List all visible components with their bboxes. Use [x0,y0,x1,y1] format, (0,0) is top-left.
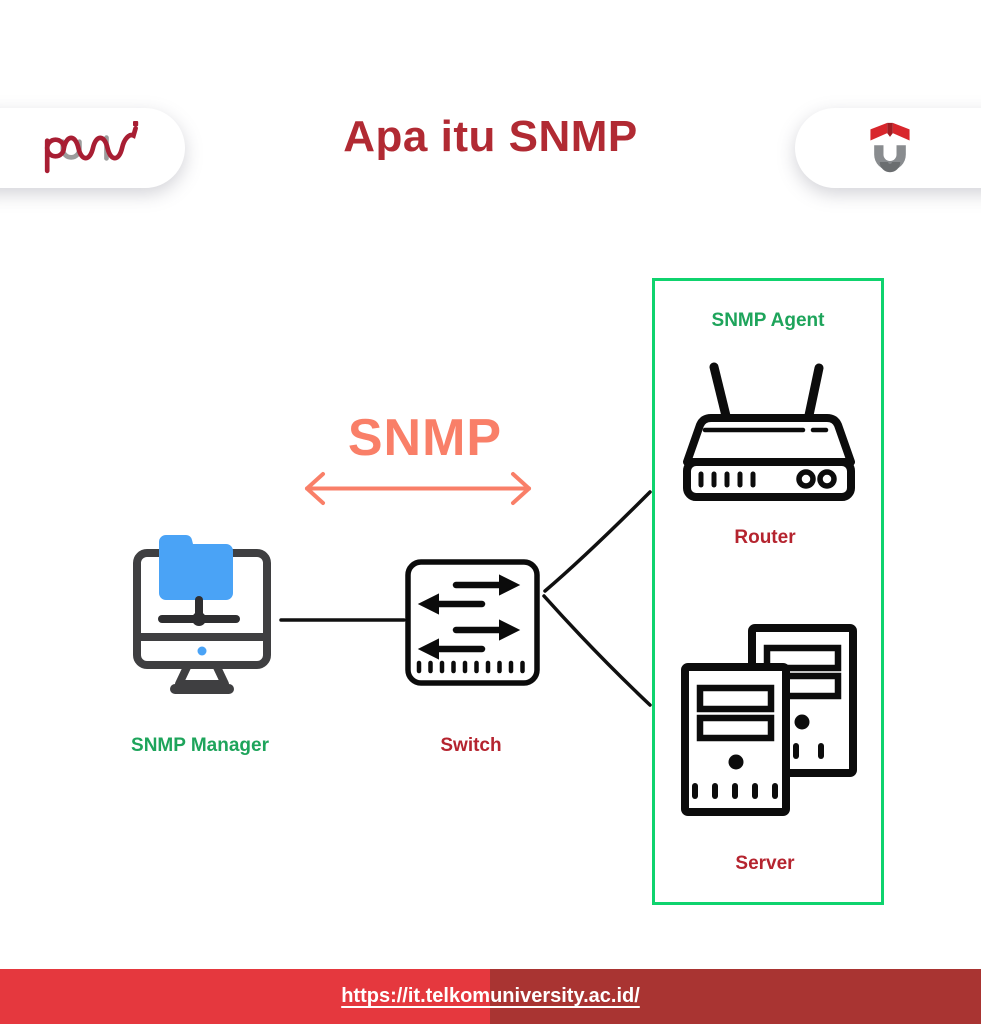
telkom-university-logo-pill [795,108,981,188]
protocol-label: SNMP [347,409,503,467]
server-label: Server [735,853,795,874]
puti-logo-pill [0,108,185,188]
switch-label: Switch [440,735,502,756]
page-title: Apa itu SNMP [343,112,638,161]
manager-label: SNMP Manager [131,735,269,756]
double-arrow-icon [305,472,531,505]
router-label: Router [734,527,796,548]
footer-bar-right-segment [490,969,981,1024]
router-icon [683,362,855,501]
footer-bar [0,969,981,1024]
agent-box-label: SNMP Agent [711,310,825,331]
folder-icon [159,534,233,600]
line-switch-server [542,594,652,707]
line-switch-router [543,490,652,593]
footer-bar-left-segment [0,969,490,1024]
server-icon [681,624,857,816]
snmp-agent-box [652,278,884,905]
puti-logo [44,120,139,174]
switch-icon [405,559,540,686]
computer-monitor-icon [133,534,271,694]
footer-url-link[interactable]: https://it.telkomuniversity.ac.id/ [341,985,640,1007]
telkom-university-logo [870,122,910,173]
